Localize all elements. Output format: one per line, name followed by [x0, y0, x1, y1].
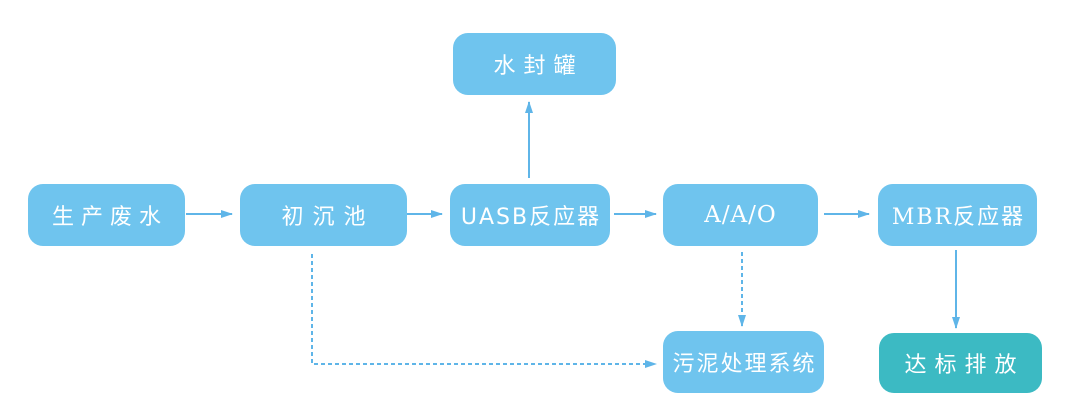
node-sludge-treatment-system-label: 污泥处理系统 [672, 352, 817, 377]
edge-primary-to-sludge [311, 254, 657, 368]
node-water-seal-tank: 水封罐 [453, 33, 616, 95]
node-uasb-reactor: UASB反应器 [450, 184, 610, 246]
node-production-wastewater: 生产废水 [28, 184, 185, 246]
node-mbr-reactor-label: MBR反应器 [891, 205, 1026, 230]
node-uasb-reactor-label: UASB反应器 [460, 205, 602, 230]
node-aao-process-label: A/A/O [704, 202, 777, 228]
node-primary-sedimentation-tank: 初沉池 [240, 184, 407, 246]
node-production-wastewater-label: 生产废水 [51, 205, 168, 230]
node-standard-discharge-label: 达标排放 [904, 353, 1025, 378]
node-mbr-reactor: MBR反应器 [878, 184, 1037, 246]
node-primary-sedimentation-tank-label: 初沉池 [281, 205, 375, 230]
node-water-seal-tank-label: 水封罐 [493, 54, 584, 79]
node-aao-process: A/A/O [663, 184, 818, 246]
node-standard-discharge: 达标排放 [879, 333, 1042, 393]
node-sludge-treatment-system: 污泥处理系统 [663, 331, 824, 393]
